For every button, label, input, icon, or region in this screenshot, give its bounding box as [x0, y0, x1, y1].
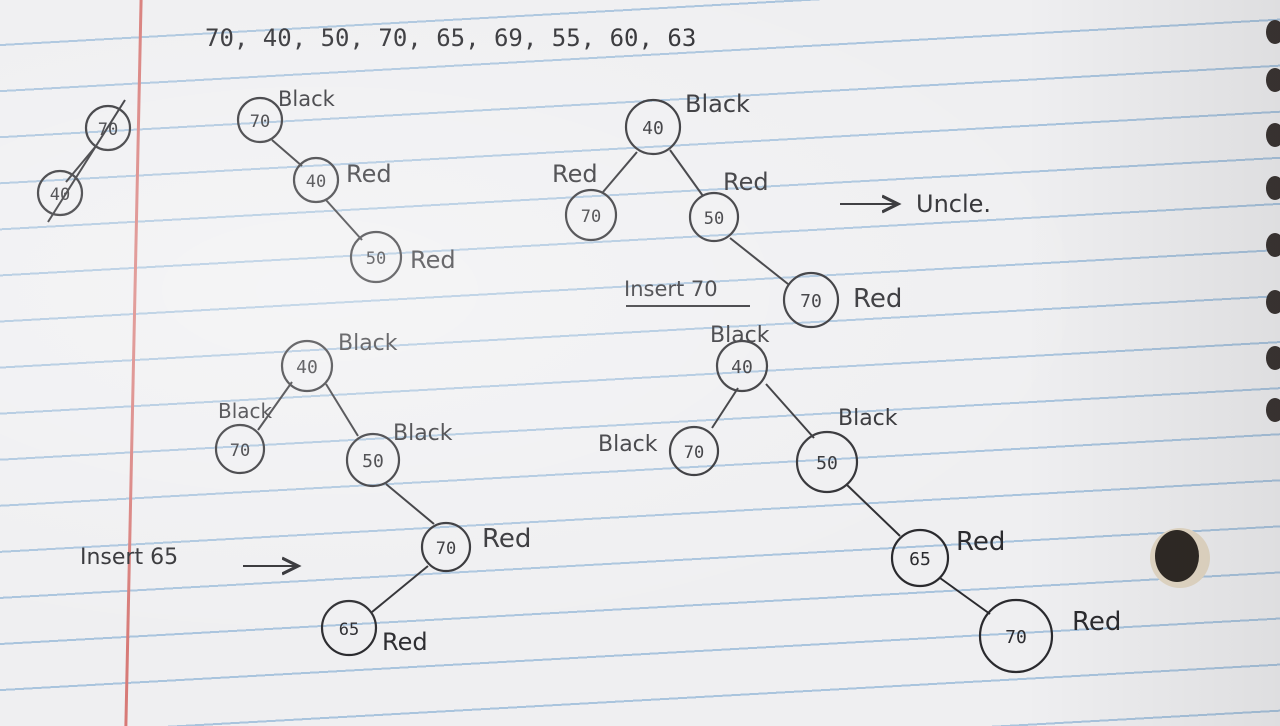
tree-edge	[325, 383, 359, 437]
node-color-label: Black	[598, 432, 658, 457]
tree-3: 40 Black 70 Black 50 Black 70 Red 65 Red…	[80, 331, 531, 657]
node-color-label: Black	[393, 421, 453, 446]
binding-hole	[1266, 290, 1280, 314]
node-key: 40	[50, 185, 70, 205]
node-color-label: Red	[410, 246, 456, 274]
node-color-label: Red	[482, 524, 531, 554]
tree-node	[668, 425, 720, 477]
node-key: 50	[362, 451, 384, 472]
node-key: 65	[339, 620, 359, 640]
binding-hole	[1266, 123, 1280, 147]
node-key: 70	[684, 443, 704, 463]
node-color-label: Black	[838, 406, 898, 431]
tree-node	[36, 169, 84, 217]
node-color-label: Red	[346, 160, 392, 188]
punch-hole	[1155, 530, 1199, 582]
node-key: 50	[366, 249, 386, 269]
node-key: 40	[306, 172, 326, 192]
tree-2: 40 Black 70 Red 50 Red 70 Red Uncle. Ins…	[552, 90, 991, 329]
node-color-label: Black	[685, 90, 750, 118]
tree-edge	[371, 565, 429, 613]
tree-edge	[711, 387, 739, 429]
node-color-label: Black	[278, 87, 336, 111]
binding-hole	[1266, 398, 1280, 422]
binding-holes	[1150, 20, 1280, 588]
tree-edge	[729, 237, 789, 285]
binding-hole	[1266, 68, 1280, 92]
tree-node	[688, 191, 740, 243]
tree-4: 40 Black 70 Black 50 Black 65 Red 70 Red	[598, 323, 1121, 674]
tree-node	[978, 598, 1054, 674]
node-color-label: Red	[853, 284, 902, 314]
node-key: 70	[436, 539, 456, 559]
tree-edge	[765, 383, 815, 439]
node-color-label: Red	[1072, 607, 1121, 637]
tree-edge	[845, 483, 901, 537]
strike-through-line	[47, 99, 126, 223]
tree-node	[214, 423, 266, 475]
node-key: 40	[296, 357, 318, 378]
binding-hole	[1266, 346, 1280, 370]
tree-node	[564, 188, 618, 242]
uncle-note: Uncle.	[916, 190, 991, 218]
tree-edge	[385, 483, 435, 525]
tree-node	[420, 521, 472, 573]
node-key: 70	[250, 112, 270, 132]
sequence-header: 70, 40, 50, 70, 65, 69, 55, 60, 63	[205, 24, 696, 52]
binding-hole	[1266, 176, 1280, 200]
tree-1: 70 Black 40 Red 50 Red	[236, 87, 456, 284]
node-key: 65	[909, 549, 931, 570]
tree-edge	[325, 199, 363, 241]
tree-edge	[669, 149, 704, 197]
node-key: 40	[642, 118, 664, 139]
binding-hole	[1266, 233, 1280, 257]
crossed-tree: 70 40	[36, 99, 132, 223]
node-key: 50	[704, 209, 724, 229]
node-key: 50	[816, 453, 838, 474]
node-key: 70	[230, 441, 250, 461]
tree-node	[715, 339, 769, 393]
tree-node	[890, 528, 950, 588]
node-color-label: Red	[723, 168, 769, 196]
tree-node	[795, 430, 859, 494]
node-key: 40	[731, 357, 753, 378]
tree-edge	[602, 151, 638, 193]
node-key: 70	[581, 207, 601, 227]
tree-node	[280, 339, 334, 393]
tree-node	[292, 156, 340, 204]
tree-node	[349, 230, 403, 284]
node-color-label: Red	[956, 527, 1005, 557]
node-key: 70	[1005, 627, 1027, 648]
node-color-label: Red	[382, 628, 428, 656]
node-color-label: Black	[710, 323, 770, 348]
tree-edge	[939, 577, 991, 615]
node-key: 70	[800, 291, 822, 312]
node-color-label: Black	[338, 331, 398, 356]
tree-node	[345, 432, 401, 488]
node-color-label: Red	[552, 160, 598, 188]
tree-edge	[271, 139, 303, 167]
tree-node	[320, 599, 378, 657]
tree-node	[236, 96, 284, 144]
tree-node	[84, 104, 132, 152]
tree-edge	[257, 381, 293, 431]
node-color-label: Black	[218, 399, 273, 423]
insert-65-caption: Insert 65	[80, 545, 178, 570]
insert-70-caption: Insert 70	[624, 277, 718, 301]
binding-hole	[1266, 20, 1280, 44]
tree-node	[624, 98, 682, 156]
tree-node	[782, 271, 840, 329]
